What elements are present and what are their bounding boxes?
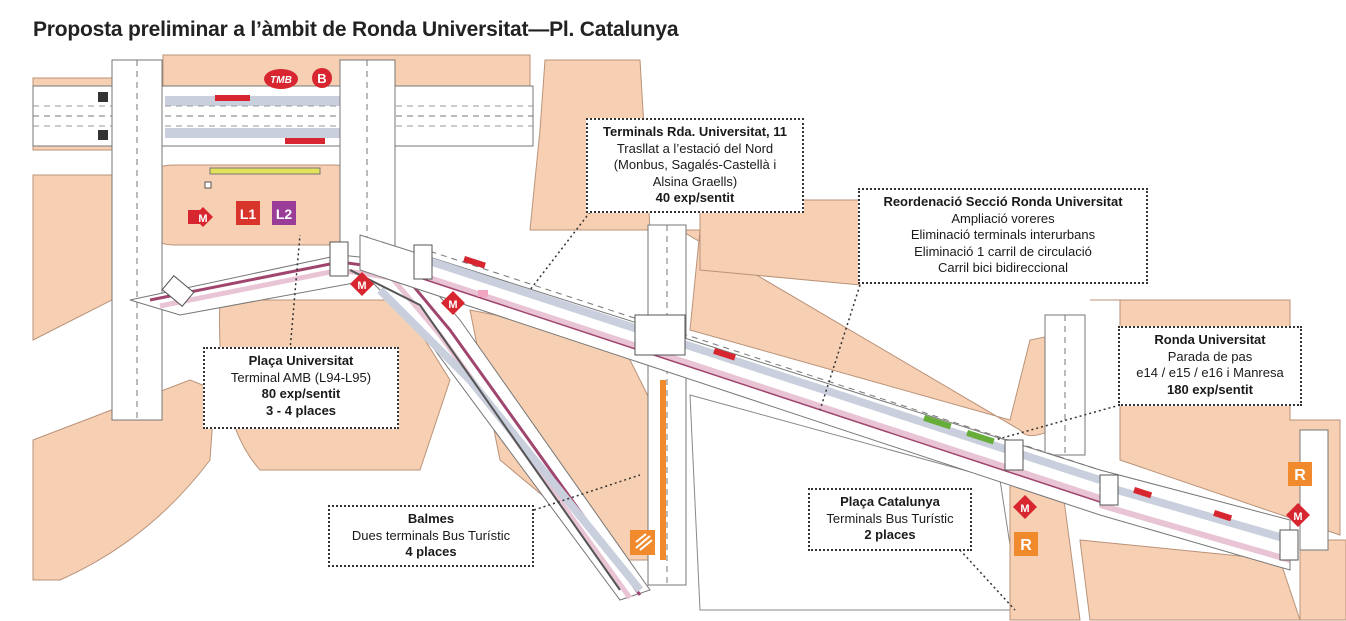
- svg-text:R: R: [1294, 467, 1306, 484]
- callout-line: Dues terminals Bus Turístic: [351, 527, 511, 543]
- callout-balmes: Balmes Dues terminals Bus Turístic 4 pla…: [328, 505, 534, 567]
- svg-text:M: M: [198, 213, 207, 225]
- callout-title: Plaça Catalunya: [840, 494, 940, 509]
- callout-value: 40 exp/sentit: [655, 190, 735, 205]
- metro-icon-ronda: M: [441, 291, 465, 315]
- callout-reordenacio: Reordenació Secció Ronda Universitat Amp…: [858, 188, 1148, 284]
- svg-text:R: R: [1020, 537, 1032, 554]
- callout-placa-universitat: Plaça Universitat Terminal AMB (L94-L95)…: [203, 347, 399, 429]
- crosswalks: [161, 241, 1299, 561]
- callout-line: Terminals Bus Turístic: [826, 510, 954, 526]
- L1-badge: L1: [236, 201, 260, 225]
- leader-lines: [289, 211, 1121, 611]
- map-title: Proposta preliminar a l’àmbit de Ronda U…: [33, 18, 679, 41]
- metro-icon-pelai: M: [350, 272, 374, 296]
- L2-badge: L2: [272, 201, 296, 225]
- balmes-stops: [660, 380, 666, 560]
- callout-title: Ronda Universitat: [1154, 332, 1266, 347]
- block-left-mid: [32, 174, 113, 341]
- callout-title: Plaça Universitat: [248, 353, 354, 368]
- svg-text:L1: L1: [240, 206, 257, 222]
- callout-terminals-rda: Terminals Rda. Universitat, 11 Trasllat …: [586, 118, 804, 213]
- svg-text:M: M: [1293, 511, 1302, 523]
- vertical-streets: [111, 59, 1329, 586]
- callout-line: Trasllat a l’estació del Nord: [616, 140, 774, 156]
- block-sw: [32, 379, 216, 581]
- svg-text:L2: L2: [276, 206, 293, 222]
- metro-icon-east: M: [1286, 503, 1310, 527]
- callout-line: Carril bici bidireccional: [937, 260, 1069, 275]
- callout-line: Alsina Graells): [652, 173, 738, 189]
- callout-value: 180 exp/sentit: [1167, 381, 1253, 397]
- callout-line: Parada de pas: [1167, 348, 1253, 364]
- ronda-universitat: [359, 234, 1292, 571]
- tmb-logo: TMB: [264, 69, 298, 89]
- metro-icon-plaza: M: [188, 207, 213, 227]
- callout-ronda-universitat: Ronda Universitat Parada de pas e14 / e1…: [1118, 326, 1302, 406]
- callout-line: (Monbus, Sagalés-Castellà i: [613, 157, 777, 172]
- bus-turistic-icon: [630, 530, 655, 555]
- callout-line: Eliminació 1 carril de circulació: [914, 243, 1092, 259]
- block-far-se: [1299, 539, 1346, 621]
- callout-value2: 3 - 4 places: [265, 402, 337, 418]
- tmb-badge-text: TMB: [270, 75, 292, 86]
- metro-icon-catalunya: M: [1013, 495, 1037, 519]
- callout-line: Eliminació terminals interurbans: [910, 227, 1096, 242]
- bus-icon: B: [312, 68, 332, 88]
- renfe-badge-east: R: [1288, 462, 1312, 486]
- plaza-stop: [204, 167, 321, 189]
- callout-value: 2 places: [864, 527, 916, 542]
- callout-value: 4 places: [405, 544, 457, 559]
- callout-line: Ampliació voreres: [951, 210, 1055, 226]
- gran-via: [32, 85, 534, 147]
- callout-title: Balmes: [407, 511, 455, 526]
- callout-line: Terminal AMB (L94-L95): [230, 369, 372, 385]
- callout-title: Terminals Rda. Universitat, 11: [603, 124, 787, 139]
- callout-line: e14 / e15 / e16 i Manresa: [1136, 365, 1284, 380]
- callout-placa-catalunya: Plaça Catalunya Terminals Bus Turístic 2…: [808, 488, 972, 551]
- callout-value: 80 exp/sentit: [261, 386, 341, 401]
- callout-title: Reordenació Secció Ronda Universitat: [883, 194, 1123, 209]
- renfe-badge-catalunya: R: [1014, 532, 1038, 556]
- svg-text:M: M: [448, 299, 457, 311]
- svg-text:M: M: [357, 280, 366, 292]
- bus-badge-text: B: [317, 71, 326, 86]
- svg-text:M: M: [1020, 503, 1029, 515]
